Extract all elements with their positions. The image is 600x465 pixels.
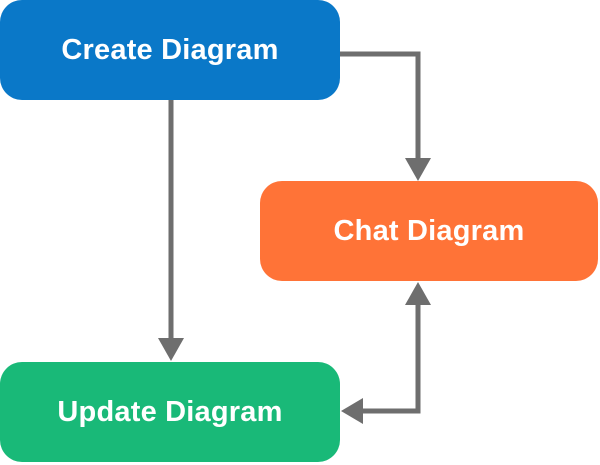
update-diagram-label: Update Diagram — [57, 395, 283, 428]
create-diagram-label: Create Diagram — [61, 33, 279, 66]
arrowhead-up-icon — [405, 282, 431, 305]
edge-update-chat-bidirectional — [341, 282, 431, 424]
edge-create-to-update — [158, 100, 184, 361]
update-diagram-node[interactable]: Update Diagram — [0, 362, 340, 462]
chat-diagram-label: Chat Diagram — [333, 214, 525, 247]
arrowhead-left-icon — [341, 398, 363, 424]
arrowhead-down-icon — [405, 158, 431, 181]
arrowhead-down-icon — [158, 338, 184, 361]
chat-diagram-node[interactable]: Chat Diagram — [260, 181, 598, 281]
edge-create-to-chat — [340, 51, 431, 181]
create-diagram-node[interactable]: Create Diagram — [0, 0, 340, 100]
